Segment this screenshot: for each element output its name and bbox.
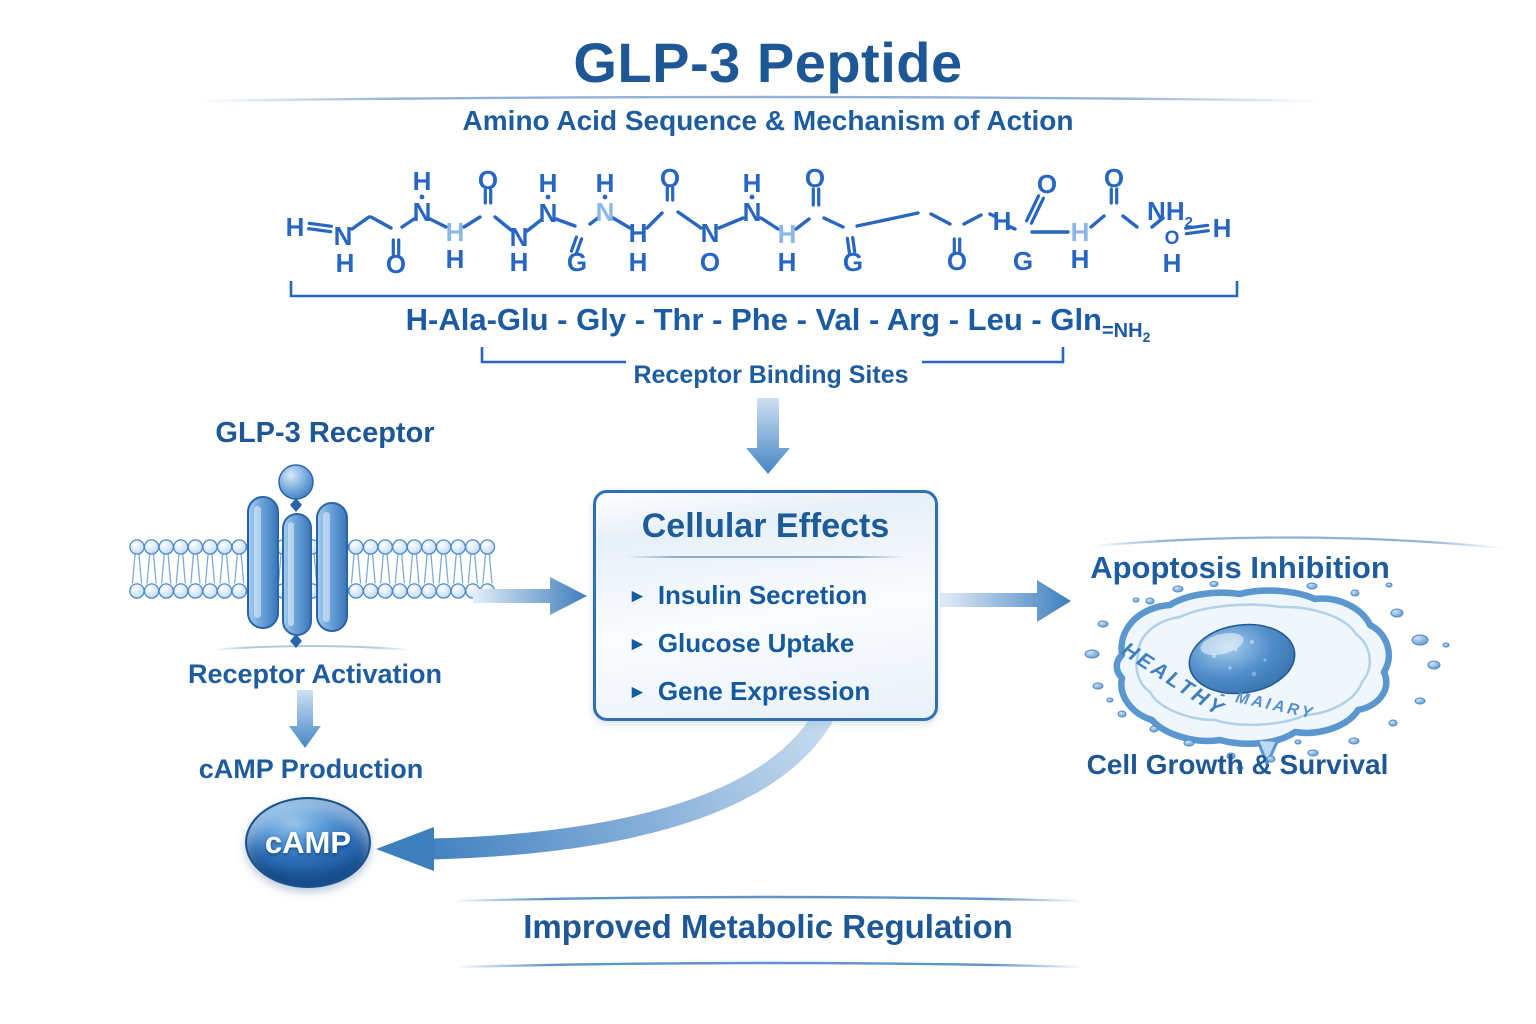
svg-text:G: G — [843, 247, 863, 277]
arrow-receptor-to-effects — [473, 577, 587, 615]
sequence-main: H-Ala-Glu - Gly - Thr - Phe - Val - Arg … — [405, 302, 1102, 337]
title-underline-swoosh — [199, 95, 1321, 103]
svg-text:H: H — [743, 168, 762, 198]
effects-item-insulin: ► Insulin Secretion — [628, 580, 935, 612]
banner-line-top — [451, 895, 1084, 903]
receptor-activation-label: Receptor Activation — [187, 659, 443, 689]
arrow-sequence-to-effects — [746, 398, 790, 474]
page-title: GLP-3 Peptide — [573, 31, 963, 94]
svg-text:H: H — [596, 168, 615, 198]
cell-illustration — [1084, 581, 1450, 771]
apoptosis-inhibition-label: Apoptosis Inhibition — [1090, 550, 1390, 585]
svg-text:H: H — [1071, 244, 1090, 274]
sequence-tail: =NH2 — [1102, 320, 1151, 345]
apoptosis-swoosh — [1091, 536, 1503, 550]
binding-site-bracket-right — [922, 347, 1065, 364]
svg-text:H: H — [1163, 248, 1182, 278]
banner-line-bottom — [455, 961, 1085, 969]
effects-item-label: Gene Expression — [657, 676, 871, 706]
camp-badge-label: cAMP — [264, 825, 352, 860]
svg-text:G: G — [567, 247, 587, 277]
svg-text:H: H — [778, 219, 797, 249]
effects-item-gene: ► Gene Expression — [628, 676, 935, 708]
effects-item-label: Insulin Secretion — [657, 580, 868, 610]
membrane-illustration — [129, 539, 496, 599]
bottom-banner-label: Improved Metabolic Regulation — [523, 908, 1013, 945]
ligand-ball — [278, 464, 314, 500]
svg-text:H: H — [1213, 213, 1232, 243]
svg-text:H: H — [1071, 217, 1090, 247]
svg-text:O: O — [1165, 228, 1180, 249]
svg-text:O: O — [660, 163, 680, 193]
svg-text:O: O — [805, 163, 825, 193]
effects-item-glucose: ► Glucose Uptake — [628, 628, 935, 660]
arrow-activation-to-camp — [289, 690, 321, 748]
svg-text:H: H — [510, 247, 529, 277]
svg-text:H: H — [629, 218, 648, 248]
bullet-arrow-icon: ► — [628, 682, 647, 703]
svg-text:NH2: NH2 — [1147, 196, 1193, 231]
svg-text:O: O — [386, 249, 406, 279]
svg-text:N: N — [510, 222, 529, 252]
receptor-illustration — [247, 464, 348, 648]
svg-text:O: O — [1104, 163, 1124, 193]
arrow-effects-to-camp-curve — [431, 703, 838, 860]
svg-text:H: H — [993, 206, 1012, 236]
svg-text:H: H — [446, 217, 465, 247]
camp-production-label: cAMP Production — [198, 754, 424, 784]
peptide-structure-bonds — [307, 186, 1210, 256]
svg-text:O: O — [700, 247, 720, 277]
svg-text:O: O — [478, 165, 498, 195]
svg-text:O: O — [947, 246, 967, 276]
receptor-swoosh — [211, 645, 411, 651]
cellular-effects-box: Cellular Effects ► Insulin Secretion ► Glu… — [593, 490, 938, 721]
effects-item-label: Glucose Uptake — [657, 628, 855, 658]
svg-text:H: H — [336, 248, 355, 278]
arrow-effects-to-apoptosis — [940, 580, 1071, 622]
svg-text:N: N — [413, 197, 432, 227]
arrow-effects-to-camp-head — [376, 827, 434, 871]
svg-text:H: H — [413, 166, 432, 196]
svg-text:N: N — [596, 197, 615, 227]
arrows — [289, 398, 1071, 871]
svg-text:H: H — [539, 168, 558, 198]
svg-text:G: G — [1013, 246, 1033, 276]
cell-droplets — [1084, 581, 1450, 771]
amino-acid-sequence: H-Ala-Glu - Gly - Thr - Phe - Val - Arg … — [0, 302, 1536, 345]
camp-badge: cAMP — [245, 797, 371, 888]
cell-tail — [1256, 740, 1279, 766]
binding-site-bracket-left — [480, 347, 626, 364]
svg-text:N: N — [334, 221, 353, 251]
cell-growth-survival-label: Cell Growth & Survival — [1086, 749, 1389, 780]
svg-text:H: H — [286, 212, 305, 242]
svg-text:N: N — [539, 198, 558, 228]
effects-divider — [626, 556, 905, 558]
glp3-receptor-label: GLP-3 Receptor — [215, 417, 435, 449]
cellular-effects-title: Cellular Effects — [641, 507, 890, 545]
svg-text:H: H — [446, 244, 465, 274]
svg-text:H: H — [778, 247, 797, 277]
bullet-arrow-icon: ► — [628, 634, 647, 655]
svg-text:O: O — [1037, 169, 1057, 199]
svg-text:H: H — [629, 247, 648, 277]
structure-bracket — [289, 281, 1239, 298]
svg-text:N: N — [743, 197, 762, 227]
receptor-binding-sites-label: Receptor Binding Sites — [633, 361, 909, 389]
svg-text:N: N — [701, 218, 720, 248]
page-subtitle: Amino Acid Sequence & Mechanism of Actio… — [462, 105, 1074, 136]
bullet-arrow-icon: ► — [628, 586, 647, 607]
